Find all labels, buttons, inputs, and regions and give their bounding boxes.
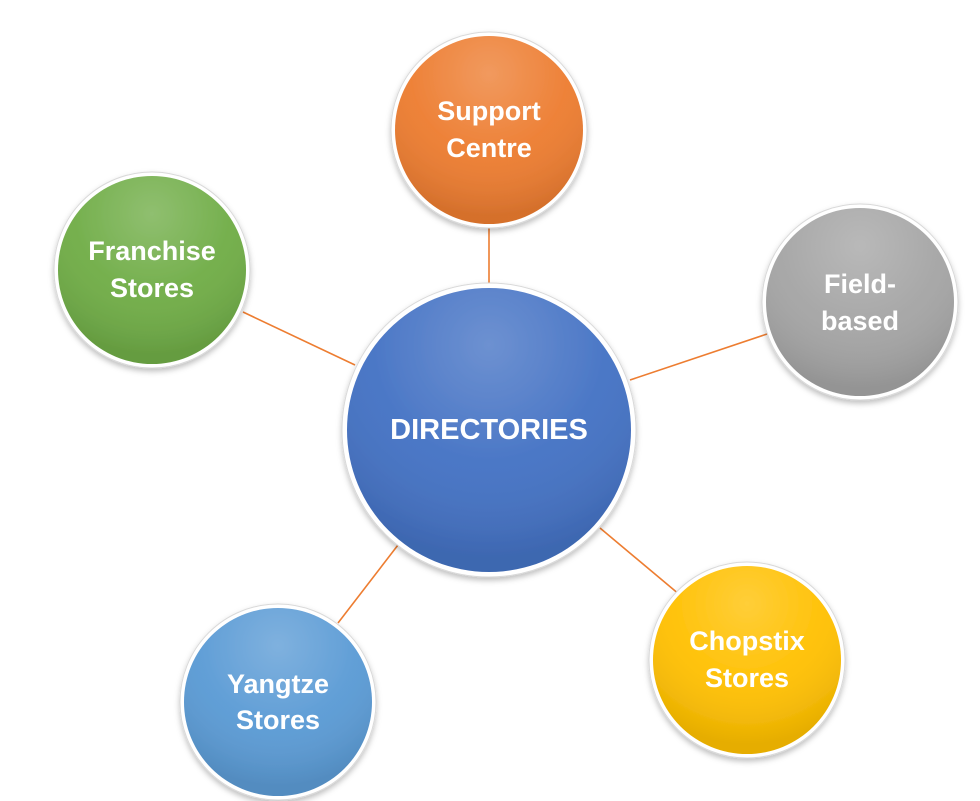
node-label-line-2: Stores (705, 663, 789, 693)
node-label-line-1: Franchise (88, 236, 216, 266)
node-circle (653, 566, 841, 754)
node-label-line-2: Stores (236, 705, 320, 735)
node-circle (766, 208, 954, 396)
node-chopstix-stores: Chopstix Stores (648, 561, 846, 759)
node-circle (184, 608, 372, 796)
node-label-line-2: Stores (110, 273, 194, 303)
connector-field-based (629, 332, 771, 381)
hub-label: DIRECTORIES (390, 414, 588, 446)
connector-yangtze-stores (337, 544, 399, 624)
node-circle (58, 176, 246, 364)
node-yangtze-stores: Yangtze Stores (179, 603, 377, 801)
connector-franchise-stores (242, 311, 356, 366)
node-circle (395, 36, 583, 224)
node-label-line-2: Centre (446, 133, 532, 163)
node-support-centre: Support Centre (390, 31, 588, 229)
connector-chopstix-stores (599, 527, 681, 596)
node-label-line-1: Support (437, 96, 540, 126)
node-label-line-1: Yangtze (227, 669, 329, 699)
node-franchise-stores: Franchise Stores (53, 171, 251, 369)
node-label-line-1: Chopstix (689, 626, 805, 656)
node-label-line-1: Field- (824, 269, 896, 299)
node-label-line-2: based (821, 306, 899, 336)
node-field-based: Field- based (761, 203, 959, 401)
hub-node-directories: DIRECTORIES (341, 282, 637, 578)
